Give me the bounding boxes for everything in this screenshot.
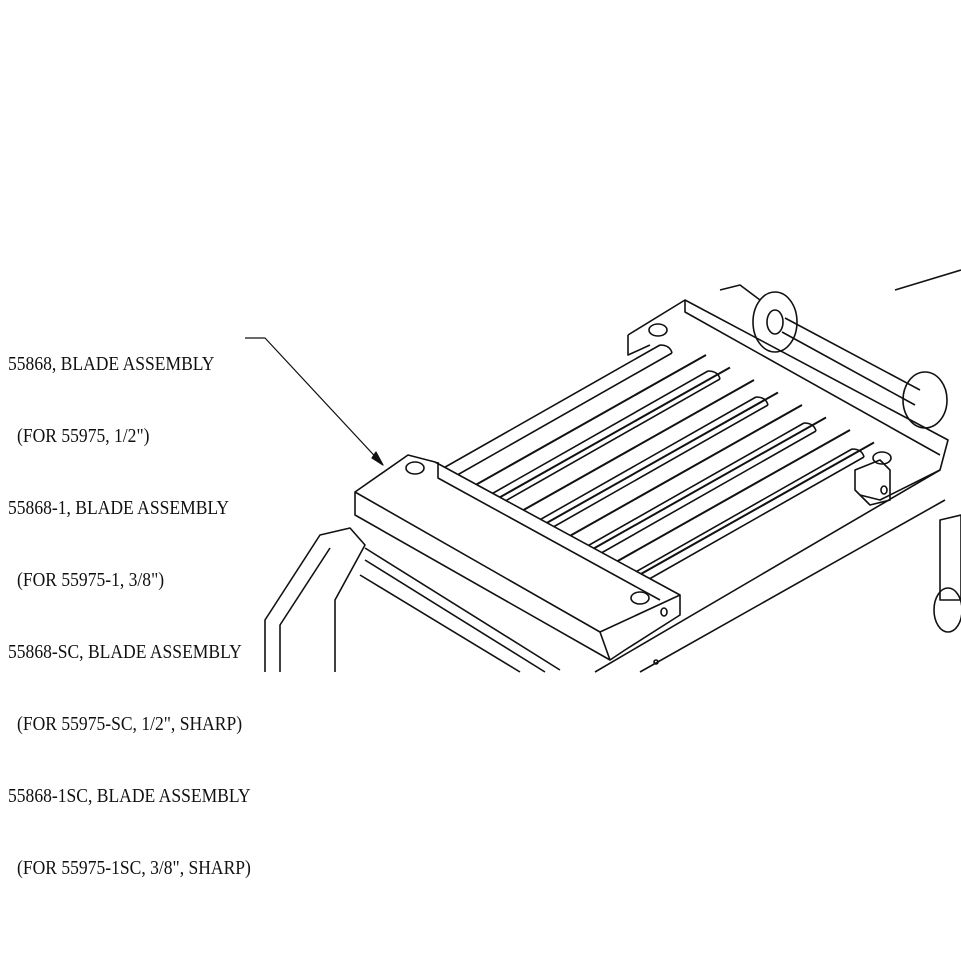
blade-wire xyxy=(455,354,707,497)
blade-wire xyxy=(527,391,779,535)
base-frame xyxy=(264,469,946,673)
rod xyxy=(487,370,721,505)
blade-wire xyxy=(623,441,875,585)
callout-line: (FOR 55975, 1/2") xyxy=(17,426,150,447)
rods xyxy=(439,344,865,583)
drive-mechanism xyxy=(719,269,961,633)
rod xyxy=(439,344,673,479)
blade-wire xyxy=(599,429,851,572)
callout-line: 55868-1SC, BLADE ASSEMBLY xyxy=(8,786,251,807)
callout-line: 55868, BLADE ASSEMBLY xyxy=(8,354,215,375)
blade-wire xyxy=(575,416,827,560)
blades xyxy=(455,354,875,585)
callout-line: (FOR 55975-SC, 1/2", SHARP) xyxy=(17,714,243,735)
callout-line: 55868-1, BLADE ASSEMBLY xyxy=(8,498,230,519)
blade-wire xyxy=(551,404,803,547)
part-callout: 55868, BLADE ASSEMBLY (FOR 55975, 1/2") … xyxy=(8,305,251,905)
callout-line: 55868-SC, BLADE ASSEMBLY xyxy=(8,642,242,663)
leader-line xyxy=(245,337,384,466)
callout-line: (FOR 55975-1SC, 3/8", SHARP) xyxy=(17,858,251,879)
blade-wire xyxy=(503,379,755,522)
blade-wire xyxy=(479,366,731,510)
rod xyxy=(535,396,769,531)
back-bar xyxy=(627,299,949,506)
front-bar xyxy=(354,454,681,665)
callout-line: (FOR 55975-1, 3/8") xyxy=(17,570,165,591)
